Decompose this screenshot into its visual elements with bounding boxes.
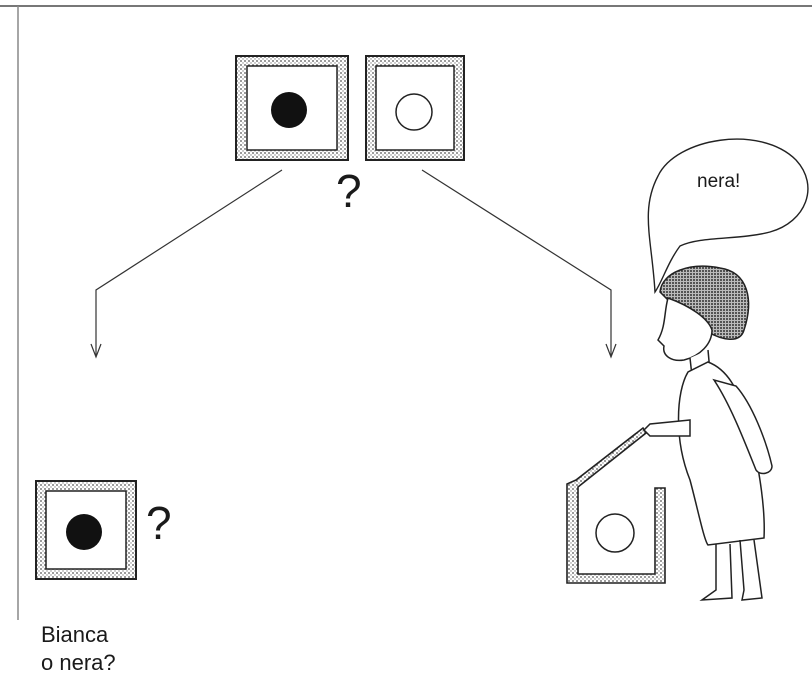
black-ball (271, 92, 307, 128)
question-mark-bottom: ? (146, 497, 172, 549)
question-mark-top: ? (336, 165, 362, 217)
box-unknown-ball (35, 480, 137, 580)
open-box (566, 426, 666, 584)
arrow-left (90, 169, 283, 359)
person-figure (642, 265, 773, 601)
caption-line-2: o nera? (41, 650, 116, 675)
speech-bubble (647, 138, 809, 295)
caption-line-1: Bianca (41, 622, 109, 647)
box-white-ball (365, 55, 465, 161)
white-ball (395, 93, 433, 131)
box-black-ball (235, 55, 349, 161)
revealed-white-ball (595, 513, 635, 553)
speech-bubble-text: nera! (697, 171, 741, 192)
arrow-right (421, 169, 617, 359)
